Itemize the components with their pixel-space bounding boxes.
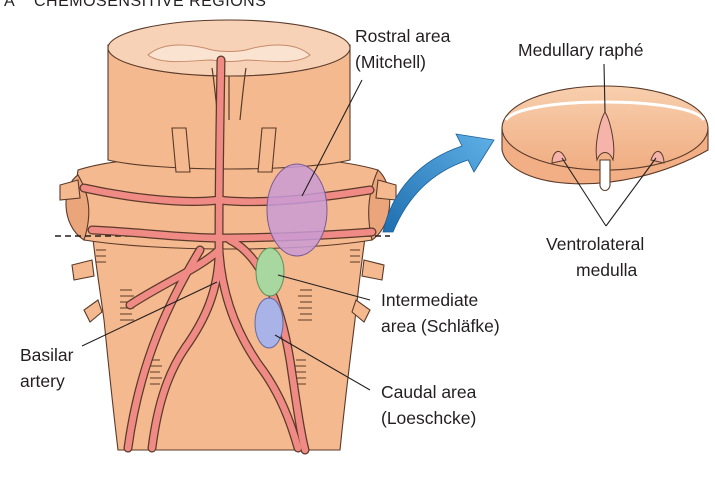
midbrain-cut-surface xyxy=(107,19,351,77)
rostral-area-region xyxy=(266,163,328,257)
panel-letter: A xyxy=(4,0,15,10)
cut-surface-butterfly xyxy=(147,44,311,63)
caudal-label-2: (Loeschcke) xyxy=(381,408,476,428)
rostral-label-2: (Mitchell) xyxy=(355,52,426,72)
medulla-cross-section xyxy=(501,85,709,192)
caudal-label-1: Caudal area xyxy=(381,382,477,402)
leader-raphe xyxy=(603,63,606,113)
leader-ventrolateral-left xyxy=(561,157,607,227)
slice-notch xyxy=(599,159,611,192)
caudal-area-region xyxy=(254,297,284,349)
leader-intermediate xyxy=(277,274,371,301)
leader-rostral xyxy=(301,79,363,197)
intermediate-label-2: area (Schläfke) xyxy=(381,316,500,336)
medullary-raphe-shape xyxy=(595,111,615,162)
panel-title: CHEMOSENSITIVE REGIONS xyxy=(34,0,266,10)
intermediate-label-1: Intermediate xyxy=(381,290,478,310)
intermediate-area-region xyxy=(255,247,285,297)
leader-caudal xyxy=(274,334,371,391)
leader-basilar xyxy=(81,281,218,347)
ventrolateral-left-shape xyxy=(551,150,567,164)
basilar-label-2: artery xyxy=(20,371,65,391)
direction-arrow xyxy=(382,133,495,233)
ventrolateral-label-1: Ventrolateral xyxy=(546,234,644,254)
rostral-label-1: Rostral area xyxy=(355,26,451,46)
ventrolateral-label-2: medulla xyxy=(576,260,638,280)
medullary-raphe-label: Medullary raphé xyxy=(518,40,643,60)
leader-ventrolateral-right xyxy=(605,157,657,227)
basilar-label-1: Basilar xyxy=(20,345,74,365)
